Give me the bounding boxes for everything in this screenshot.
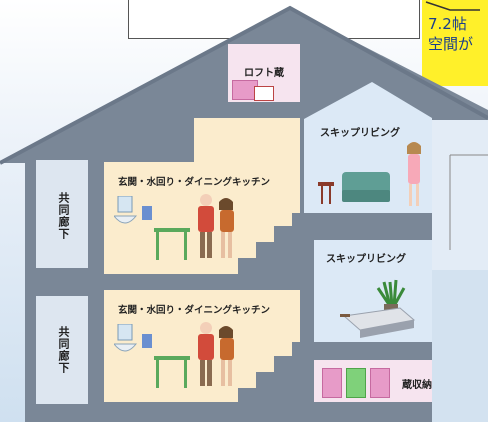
storage-box-pink [322,368,342,398]
callout-box: 7.2帖 空間が [422,0,488,86]
callout-line2: 空間が [428,35,474,53]
callout-arrow-icon [425,1,480,11]
lower-corridor [36,296,88,404]
storage-box-green [346,368,366,398]
upper-stairs [238,213,314,274]
loft-label: ロフト蔵 [244,68,284,79]
woman-figure-icon [407,142,421,206]
upper-dining-label: 玄関・水回り・ダイニングキッチン [118,177,271,188]
callout-line1: 7.2帖 [428,15,467,33]
lower-stairs [238,342,314,404]
sink-icon [114,196,152,224]
lower-skip-label: スキップリビング [326,254,406,265]
lower-dining-label: 玄関・水回り・ダイニングキッチン [118,305,271,316]
lower-couple-dining-icon [154,322,234,388]
storage-label: 蔵収納 [402,380,432,391]
lower-sink-icon [114,324,152,352]
upper-skip-label: スキップリビング [320,128,400,139]
bed-plant-icon [340,279,416,338]
storage-box-pink2 [370,368,390,398]
loft-box-white [254,86,274,101]
upper-corridor-label: 共同廊下 [57,192,70,240]
lower-corridor-label: 共同廊下 [57,326,70,374]
couple-dining-icon [154,194,234,260]
sofa-icon [318,172,390,204]
upper-corridor [36,160,88,268]
upper-skip-living [304,82,432,213]
